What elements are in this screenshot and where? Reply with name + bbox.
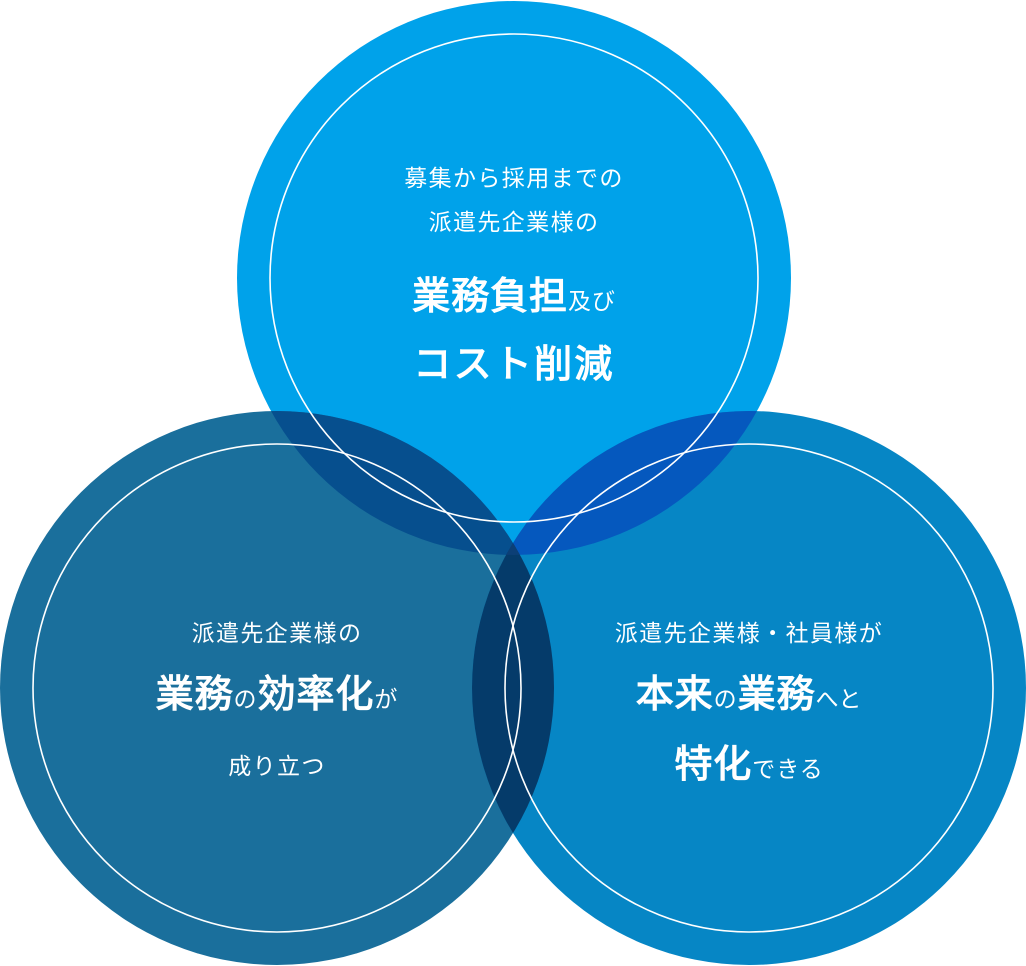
right-text-line3: 特化できる bbox=[674, 736, 823, 800]
top-circle bbox=[237, 1, 791, 555]
right-circle bbox=[472, 411, 1026, 965]
right-inner-ring bbox=[504, 443, 994, 933]
right-text-dekiru: できる bbox=[752, 757, 824, 783]
right-text-no: の bbox=[713, 687, 738, 713]
left-text-line1: 派遣先企業様の bbox=[191, 621, 363, 647]
right-text-line2: 本来の業務へと bbox=[636, 666, 863, 730]
left-text-no: の bbox=[233, 687, 258, 713]
left-text-efficiency: 効率化 bbox=[257, 672, 375, 716]
left-inner-ring bbox=[32, 443, 522, 933]
top-text-and: 及び bbox=[567, 289, 616, 315]
left-text-line2: 業務の効率化が bbox=[156, 666, 399, 730]
top-text-line1: 募集から採用までの bbox=[404, 166, 624, 192]
top-inner-ring bbox=[269, 33, 759, 523]
left-text-business: 業務 bbox=[155, 672, 234, 716]
left-circle bbox=[0, 411, 554, 965]
left-text-ga: が bbox=[374, 687, 399, 713]
right-text-line1: 派遣先企業様・社員様が bbox=[614, 621, 884, 647]
right-text-heto: へと bbox=[815, 687, 863, 713]
right-text-specialize: 特化 bbox=[674, 742, 753, 786]
top-text-burden: 業務負担 bbox=[412, 274, 568, 318]
left-text-line3: 成り立つ bbox=[228, 754, 326, 780]
top-text-line3: 業務負担及び bbox=[412, 268, 616, 332]
top-text-line2: 派遣先企業様の bbox=[428, 210, 600, 236]
right-text-business: 業務 bbox=[737, 672, 816, 716]
right-text-original: 本来 bbox=[635, 672, 714, 716]
top-text-line4: コスト削減 bbox=[413, 342, 615, 386]
